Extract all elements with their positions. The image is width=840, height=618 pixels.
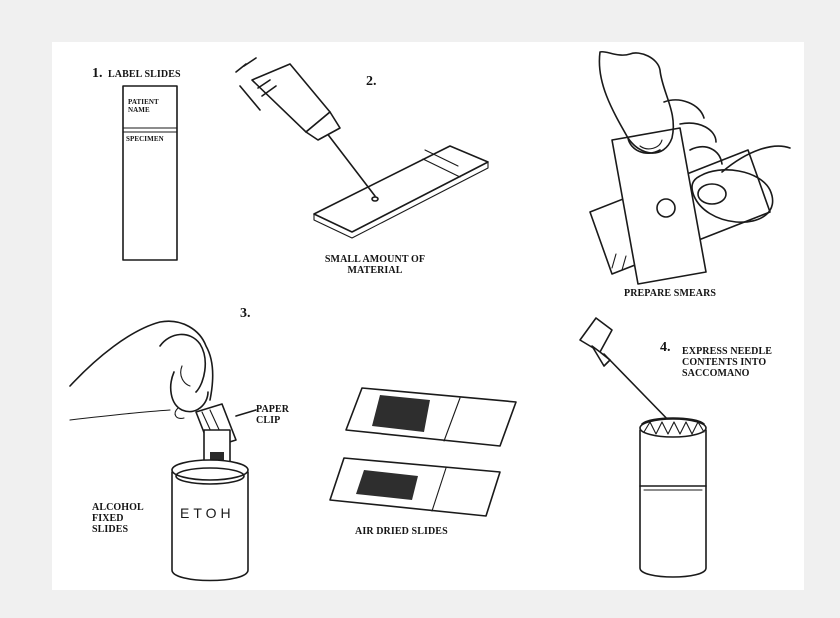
air-dried-caption: AIR DRIED SLIDES [355,526,448,537]
slide-patient-name-label: PATIENT NAME [128,98,159,114]
alcohol-jar-drawing [70,321,256,580]
paper-clip-label: PAPER CLIP [256,404,289,426]
slide-specimen-label: SPECIMEN [126,135,164,143]
step4-caption: EXPRESS NEEDLE CONTENTS INTO SACCOMANO [682,346,772,379]
step2-caption: SMALL AMOUNT OF MATERIAL [314,254,436,276]
step1-title: LABEL SLIDES [108,69,181,80]
step4-number: 4. [660,340,671,356]
step2-number: 2. [366,74,377,90]
step3-number: 3. [240,306,251,322]
prepare-smears-caption: PREPARE SMEARS [624,288,716,299]
prepare-smears-drawing [590,52,790,284]
etoh-jar-label: ETOH [180,505,235,521]
syringe-on-slide-drawing [236,58,488,238]
step1-number: 1. [92,66,103,82]
air-dried-slides-drawing [330,388,516,516]
alcohol-fixed-caption: ALCOHOL FIXED SLIDES [92,502,144,535]
